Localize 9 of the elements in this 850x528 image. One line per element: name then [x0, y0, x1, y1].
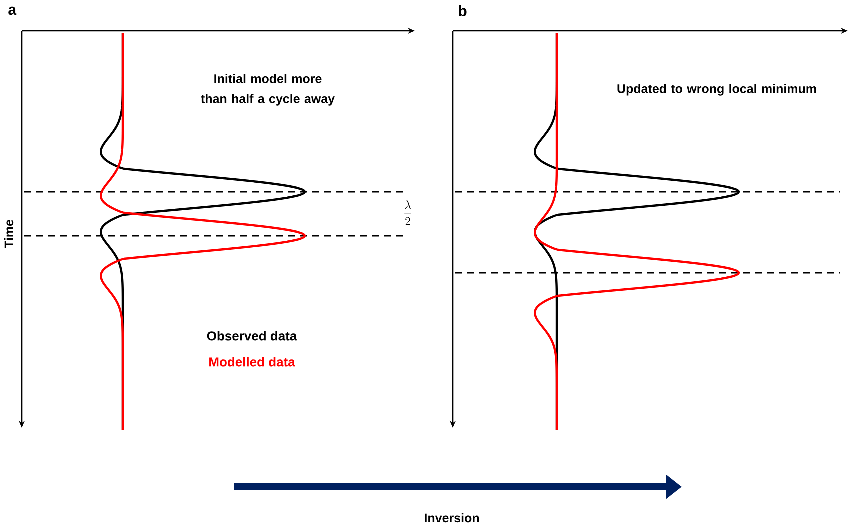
axis-label: Time: [4, 220, 14, 248]
annotation-text: Updated to wrong local minimum: [618, 84, 816, 96]
legend-entry: Modelled data: [210, 357, 296, 367]
wavelength-formula: $\frac{\lambda}{2}$: [404, 200, 412, 226]
panel-label: b: [459, 6, 467, 16]
arrow-label: Inversion: [425, 513, 479, 523]
panel-label: a: [8, 6, 17, 16]
annotation-text: Initial model more than half a cycle away: [201, 74, 335, 106]
legend-entry: Observed data: [207, 331, 298, 341]
